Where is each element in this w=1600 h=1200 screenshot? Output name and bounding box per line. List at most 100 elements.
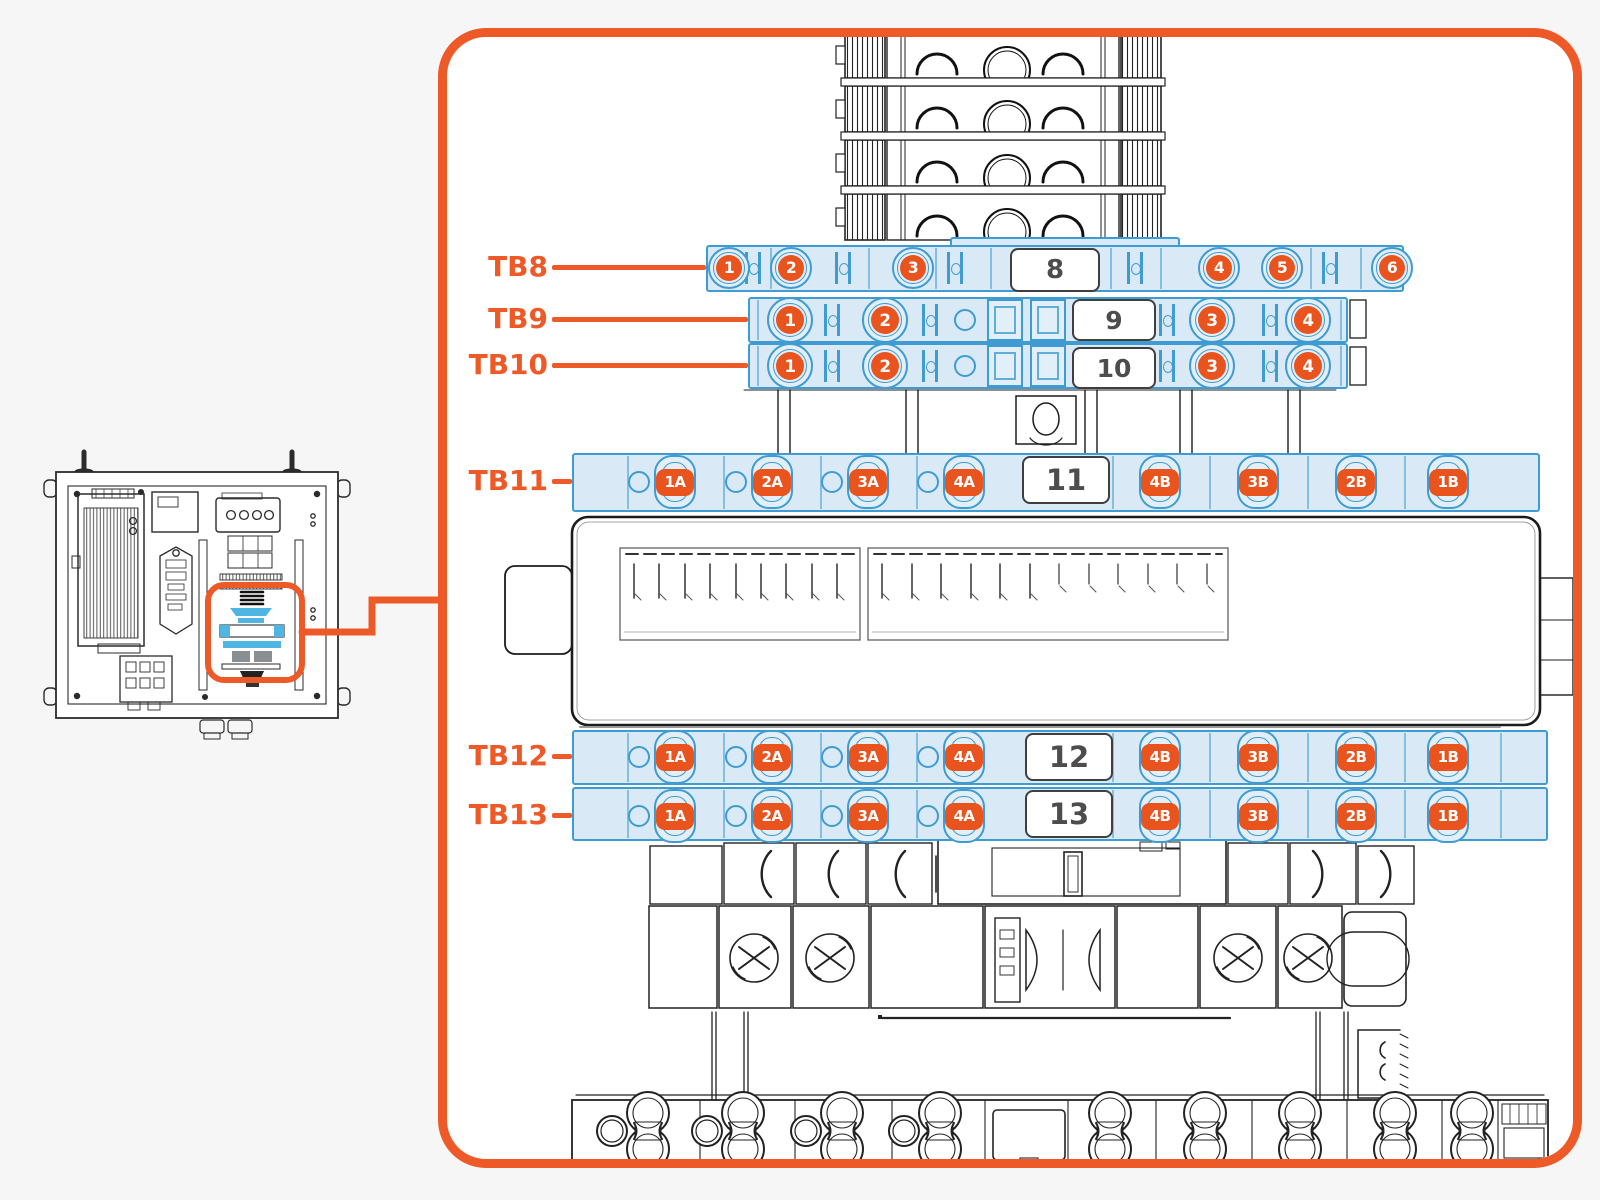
- tb11-terminal-eyelet: [821, 471, 843, 493]
- tb8-clamp-mark: [835, 252, 851, 284]
- tb12-terminal-badge: 4B: [1141, 743, 1179, 771]
- tb10-clamp-mark: [1159, 350, 1175, 382]
- tb11-label: TB11: [468, 464, 548, 497]
- tb8-terminal-badge: 5: [1269, 255, 1295, 281]
- tb8-leader-line: [552, 265, 706, 270]
- tb9-label: TB9: [488, 302, 548, 335]
- tb8-module-divider: [1110, 248, 1112, 289]
- tb13-terminal-badge: 4B: [1141, 802, 1179, 830]
- tb13-module-divider: [723, 790, 725, 838]
- tb11-module-divider: [1209, 456, 1211, 509]
- tb13-module-divider: [1307, 790, 1309, 838]
- tb9-module-divider: [757, 300, 759, 340]
- tb9-aux-circle: [954, 309, 976, 331]
- tb10-module-divider: [757, 346, 759, 386]
- tb8-module-divider: [868, 248, 870, 289]
- tb9-module-divider: [1340, 300, 1342, 340]
- tb9-center-bracket: [1030, 299, 1066, 341]
- tb8-module-divider: [1160, 248, 1162, 289]
- tb8-module-divider: [1310, 248, 1312, 289]
- tb8-module-divider: [990, 248, 992, 289]
- tb13-module-divider: [1500, 790, 1502, 838]
- tb-support-structure: [743, 299, 1367, 456]
- tb12-module-divider: [1307, 733, 1309, 782]
- tb11-terminal-badge: 2A: [753, 468, 791, 496]
- tb13-terminal-eyelet: [628, 805, 650, 827]
- tb10-center-bracket: [987, 345, 1023, 387]
- tb11-terminal-badge: 2B: [1337, 468, 1375, 496]
- tb12-leader-line: [552, 754, 572, 759]
- tb12-terminal-eyelet: [725, 746, 747, 768]
- tb12-terminal-badge: 2B: [1337, 743, 1375, 771]
- tb12-terminal-badge: 3B: [1239, 743, 1277, 771]
- tb12-terminal-eyelet: [821, 746, 843, 768]
- tb8-module-divider: [1360, 248, 1362, 289]
- tb9-terminal-badge: 4: [1294, 306, 1322, 334]
- tb11-leader-line: [552, 479, 572, 484]
- tb12-number-box: 12: [1025, 733, 1113, 781]
- tb13-terminal-badge: 1B: [1429, 802, 1467, 830]
- tb13-module-divider: [1112, 790, 1114, 838]
- tb11-terminal-badge: 3B: [1239, 468, 1277, 496]
- mounting-hardware: [648, 839, 1415, 1104]
- tb10-terminal-socket: [1189, 343, 1235, 389]
- tb13-label: TB13: [468, 798, 548, 831]
- tb13-terminal-badge: 1A: [656, 802, 694, 830]
- din-rail-device: [504, 515, 1573, 728]
- tb11-module-divider: [1112, 456, 1114, 509]
- tb9-leader-line: [552, 317, 748, 322]
- tb12-module-divider: [1112, 733, 1114, 782]
- zoom-connector-line: [298, 596, 444, 636]
- tb9-clamp-mark: [1159, 304, 1175, 336]
- tb8-terminal-badge: 2: [778, 255, 804, 281]
- tb12-terminal-badge: 1A: [656, 743, 694, 771]
- tb12-terminal-badge: 2A: [753, 743, 791, 771]
- tb11-number-box: 11: [1022, 456, 1110, 504]
- tb11-terminal-badge: 4A: [945, 468, 983, 496]
- tb10-clamp-mark: [824, 350, 840, 382]
- tb10-terminal-badge: 3: [1198, 352, 1226, 380]
- tb11-terminal-eyelet: [628, 471, 650, 493]
- tb11-module-divider: [723, 456, 725, 509]
- tb10-label: TB10: [468, 348, 548, 381]
- tb12-label: TB12: [468, 739, 548, 772]
- tb8-module-divider: [935, 248, 937, 289]
- tb11-terminal-badge: 3A: [849, 468, 887, 496]
- tb10-clamp-mark: [922, 350, 938, 382]
- tb13-terminal-badge: 4A: [945, 802, 983, 830]
- tb9-terminal-badge: 2: [871, 306, 899, 334]
- tb8-clamp-mark: [1322, 252, 1338, 284]
- tb11-terminal-eyelet: [725, 471, 747, 493]
- tb12-terminal-badge: 3A: [849, 743, 887, 771]
- tb13-number-box: 13: [1025, 790, 1113, 838]
- tb8-clamp-mark: [947, 252, 963, 284]
- tb9-terminal-socket: [767, 297, 813, 343]
- tb11-terminal-badge: 1A: [656, 468, 694, 496]
- tb8-terminal-socket: [892, 247, 934, 289]
- tb13-terminal-badge: 2A: [753, 802, 791, 830]
- tb13-terminal-eyelet: [821, 805, 843, 827]
- tb8-terminal-badge: 6: [1379, 255, 1405, 281]
- tb12-module-divider: [1404, 733, 1406, 782]
- tb12-module-divider: [1500, 733, 1502, 782]
- tb12-module-divider: [723, 733, 725, 782]
- tb8-clamp-mark: [1127, 252, 1143, 284]
- tb13-module-divider: [1404, 790, 1406, 838]
- tb12-terminal-eyelet: [628, 746, 650, 768]
- tb12-module-divider: [1209, 733, 1211, 782]
- tb13-terminal-badge: 3A: [849, 802, 887, 830]
- tb8-strip-tab: [950, 237, 1180, 247]
- fuse-module-stack: [834, 37, 1166, 257]
- tb11-terminal-eyelet: [917, 471, 939, 493]
- tb10-terminal-badge: 2: [871, 352, 899, 380]
- tb12-terminal-eyelet: [917, 746, 939, 768]
- tb10-terminal-badge: 1: [776, 352, 804, 380]
- device-connector-a: [619, 547, 861, 641]
- zoom-highlight: [205, 582, 444, 683]
- tb11-terminal-badge: 4B: [1141, 468, 1179, 496]
- tb10-leader-line: [552, 363, 748, 368]
- base-terminal-strip: [571, 1091, 1549, 1159]
